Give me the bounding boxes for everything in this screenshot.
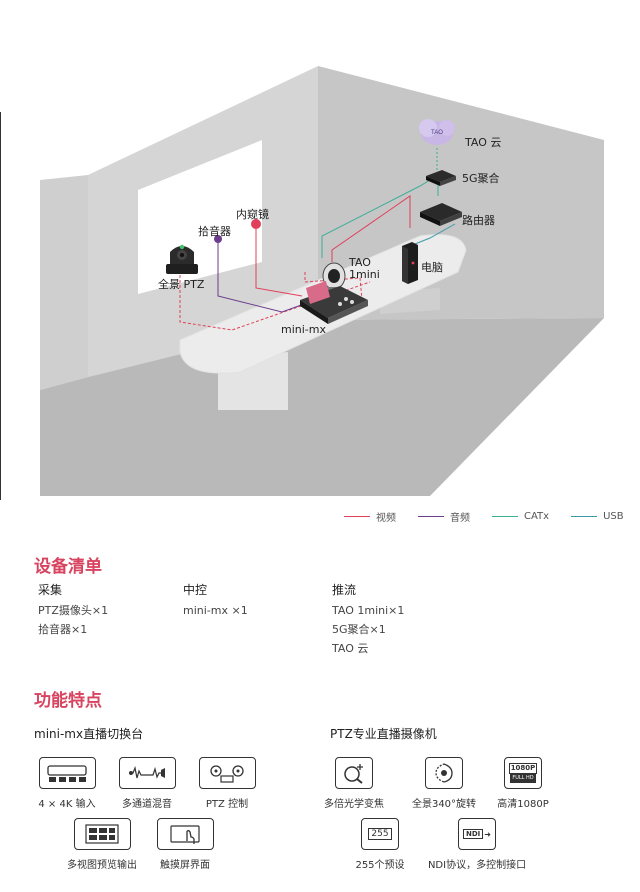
cloud-label: TAO 云 bbox=[465, 136, 502, 149]
equipment-col-control-heading: 中控 bbox=[183, 583, 208, 597]
left-wall bbox=[40, 175, 88, 390]
ptz-control-icon bbox=[198, 757, 256, 789]
legend-item-usb: USB bbox=[571, 509, 624, 524]
aggregator-label: 5G聚合 bbox=[462, 172, 500, 185]
audio-mix-icon bbox=[118, 757, 176, 789]
equipment-col-capture-heading: 采集 bbox=[38, 583, 63, 597]
equipment-item: 5G聚合×1 bbox=[332, 623, 386, 636]
legend-label-video: 视频 bbox=[376, 513, 396, 524]
feature-zoom: 多倍光学变焦 bbox=[309, 757, 399, 810]
feature-rotate: 全景340°旋转 bbox=[399, 757, 489, 810]
mic-icon bbox=[214, 235, 222, 243]
computer-label: 电脑 bbox=[421, 261, 443, 274]
tao-label-line1: TAO bbox=[349, 256, 371, 269]
feature-presets: 255 255个预设 bbox=[335, 818, 425, 871]
legend-swatch-audio bbox=[418, 516, 444, 517]
legend-item-catx: CATx bbox=[492, 509, 549, 524]
cloud-icon: TAO bbox=[419, 119, 455, 145]
legend-label-catx: CATx bbox=[524, 511, 550, 522]
floor bbox=[40, 318, 604, 496]
cable-catx-aggregator bbox=[321, 179, 431, 258]
ndi-badge: NDI bbox=[463, 829, 484, 839]
hd-badge-bottom: FULL HD bbox=[510, 774, 536, 783]
legend-item-audio: 音频 bbox=[418, 509, 470, 524]
equipment-col-stream-heading: 推流 bbox=[332, 583, 357, 597]
mic-label: 拾音器 bbox=[198, 225, 231, 238]
mixer-label: mini-mx bbox=[281, 323, 326, 336]
legend-label-audio: 音频 bbox=[450, 513, 470, 524]
video-inputs-icon bbox=[38, 757, 96, 789]
feature-hd: 1080P FULL HD 高清1080P bbox=[478, 757, 568, 810]
ptz-features-heading: PTZ专业直播摄像机 bbox=[330, 727, 437, 741]
feature-label: PTZ 控制 bbox=[205, 799, 249, 810]
feature-multiview: 多视图预览输出 bbox=[57, 818, 147, 871]
cloud-logo: TAO bbox=[431, 130, 443, 136]
cable-audio-mic bbox=[217, 240, 305, 313]
legend-swatch-catx bbox=[492, 516, 518, 517]
ndi-icon: NDI ➜ bbox=[458, 818, 496, 850]
cable-usb-computer bbox=[414, 223, 456, 245]
router-icon bbox=[420, 203, 462, 226]
endoscope-label: 内窥镜 bbox=[236, 208, 269, 221]
feature-label: 多倍光学变焦 bbox=[324, 799, 384, 810]
aggregator-icon bbox=[426, 170, 456, 186]
equipment-item: TAO 1mini×1 bbox=[332, 604, 405, 617]
endoscope-icon bbox=[251, 219, 261, 229]
room-diagram: TAO bbox=[0, 66, 604, 500]
ptz-camera-icon bbox=[166, 244, 198, 274]
feature-label: 多通道混音 bbox=[122, 799, 172, 810]
feature-label: 多视图预览输出 bbox=[67, 860, 137, 871]
feature-ptz-control: PTZ 控制 bbox=[182, 757, 272, 810]
feature-label: 4 × 4K 输入 bbox=[38, 799, 96, 810]
multiview-icon bbox=[73, 818, 131, 850]
feature-label: 255个预设 bbox=[355, 860, 405, 871]
feature-audio-mix: 多通道混音 bbox=[102, 757, 192, 810]
touchscreen-icon bbox=[156, 818, 214, 850]
features-title: 功能特点 bbox=[34, 691, 102, 711]
cable-video-endoscope bbox=[255, 226, 303, 297]
rotate-icon bbox=[425, 757, 463, 789]
ptz-label: 全景 PTZ bbox=[158, 278, 205, 291]
equipment-item: PTZ摄像头×1 bbox=[38, 604, 109, 617]
mixer-device-icon bbox=[300, 281, 368, 324]
feature-label: 高清1080P bbox=[497, 799, 549, 810]
feature-label: 全景340°旋转 bbox=[411, 799, 477, 810]
feature-label: NDI协议，多控制接口 bbox=[427, 860, 527, 871]
computer-icon bbox=[402, 242, 418, 284]
legend-item-video: 视频 bbox=[344, 509, 396, 524]
tao-label-line2: 1mini bbox=[349, 268, 380, 281]
window bbox=[138, 140, 262, 294]
feature-label: 触摸屏界面 bbox=[160, 860, 210, 871]
legend-swatch-usb bbox=[571, 516, 598, 517]
feature-video-inputs: 4 × 4K 输入 bbox=[22, 757, 112, 810]
equipment-title: 设备清单 bbox=[34, 557, 102, 577]
hd-badge-top: 1080P bbox=[508, 763, 538, 774]
zoom-icon bbox=[335, 757, 373, 789]
legend-swatch-video bbox=[344, 516, 370, 517]
preset-badge: 255 bbox=[368, 828, 392, 840]
equipment-item: mini-mx ×1 bbox=[183, 604, 248, 617]
feature-ndi: NDI ➜ NDI协议，多控制接口 bbox=[428, 818, 526, 871]
cable-legend: 视频 音频 CATx USB bbox=[344, 509, 624, 524]
equipment-item: TAO 云 bbox=[332, 642, 369, 655]
feature-touchscreen: 触摸屏界面 bbox=[140, 818, 230, 871]
legend-label-usb: USB bbox=[603, 511, 624, 522]
ndi-arrow-icon: ➜ bbox=[484, 829, 491, 839]
cable-video-tao bbox=[331, 195, 411, 262]
equipment-item: 拾音器×1 bbox=[38, 623, 88, 636]
router-label: 路由器 bbox=[462, 214, 495, 227]
hd-icon: 1080P FULL HD bbox=[504, 757, 542, 789]
mixer-features-heading: mini-mx直播切换台 bbox=[34, 727, 144, 741]
preset-icon: 255 bbox=[361, 818, 399, 850]
